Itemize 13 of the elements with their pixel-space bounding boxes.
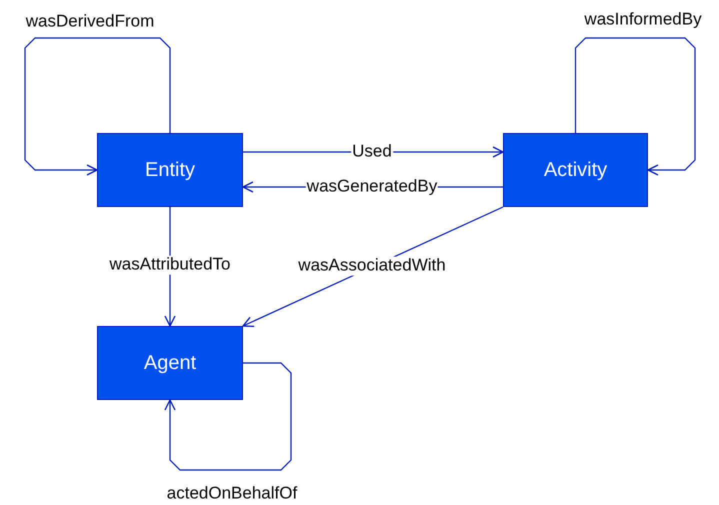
edge-label: wasAttributedTo [108,256,232,274]
arrow [574,37,696,176]
node-label: Agent [144,352,196,374]
arrow [24,37,171,176]
process-box [503,133,648,207]
process-box [97,133,243,207]
edge-label: wasAssociatedWith [297,256,447,276]
process-box [97,326,243,400]
node-label: Activity [544,158,608,182]
edge-label: wasInformedBy [583,10,703,30]
node-label: Entity [144,158,196,182]
arrow [164,362,292,471]
edge-label: wasGeneratedBy [306,178,438,196]
